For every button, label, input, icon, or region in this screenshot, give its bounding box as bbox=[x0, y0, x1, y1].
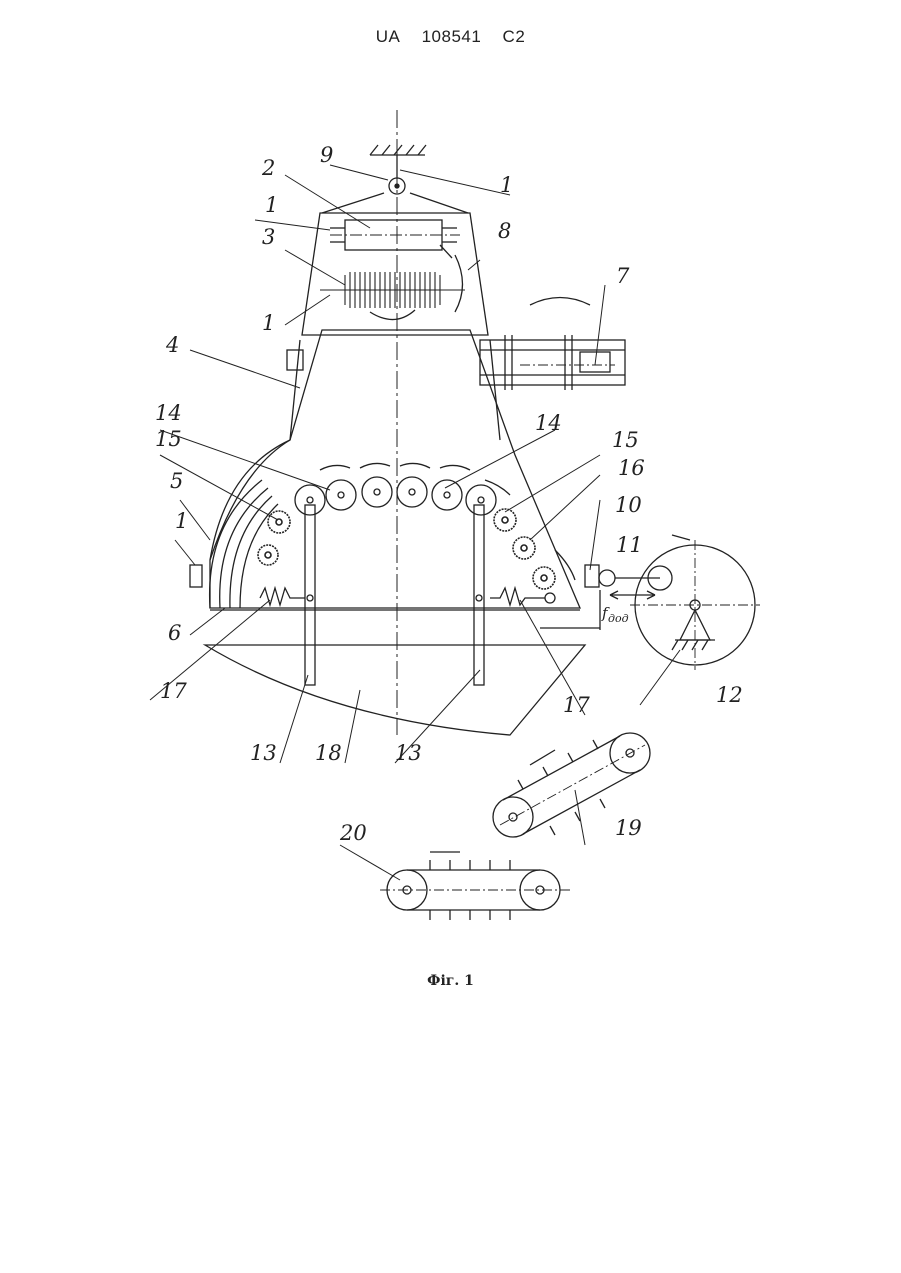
label-9: 9 bbox=[320, 143, 333, 167]
conveyor-20 bbox=[380, 852, 570, 920]
label-1-top: 1 bbox=[500, 173, 513, 197]
label-13-left: 13 bbox=[250, 741, 277, 765]
label-6: 6 bbox=[168, 621, 181, 645]
label-14-left: 14 bbox=[155, 401, 182, 425]
label-f-subscript: дод bbox=[608, 612, 629, 625]
part-labels: 9 2 1 1 3 8 1 7 4 14 15 5 1 6 17 14 15 1… bbox=[155, 143, 743, 845]
label-14-right: 14 bbox=[535, 411, 562, 435]
crank-mechanism bbox=[540, 535, 760, 670]
bin-18 bbox=[205, 645, 585, 735]
label-1-left-upper: 1 bbox=[265, 193, 278, 217]
ceiling-mount bbox=[370, 145, 426, 194]
lamella-block-5 bbox=[210, 480, 278, 608]
rotation-arrow-rotor bbox=[370, 310, 415, 320]
label-13-right: 13 bbox=[395, 741, 422, 765]
roller-row-14 bbox=[295, 477, 496, 515]
label-2: 2 bbox=[261, 156, 275, 180]
label-5: 5 bbox=[170, 469, 183, 493]
label-1-left-lower: 1 bbox=[262, 311, 275, 335]
label-20: 20 bbox=[339, 821, 367, 845]
label-18: 18 bbox=[315, 741, 342, 765]
label-15-right: 15 bbox=[612, 428, 639, 452]
chamber-body-4 bbox=[210, 330, 580, 608]
drive-7 bbox=[480, 335, 625, 390]
bracket-left-upper bbox=[287, 350, 303, 370]
label-1-bracket: 1 bbox=[175, 509, 188, 533]
label-12: 12 bbox=[716, 683, 743, 707]
bracket-left-lower bbox=[190, 565, 202, 587]
rotation-arrow-drive bbox=[530, 298, 590, 306]
label-4: 4 bbox=[165, 333, 179, 357]
brush-rollers-16 bbox=[258, 509, 555, 589]
label-19: 19 bbox=[615, 816, 642, 840]
label-3: 3 bbox=[262, 225, 275, 249]
rotor-3 bbox=[320, 272, 465, 308]
label-17-left: 17 bbox=[160, 679, 187, 703]
label-8: 8 bbox=[498, 219, 511, 243]
label-7: 7 bbox=[616, 264, 630, 288]
spring-right-17 bbox=[490, 588, 545, 605]
label-10: 10 bbox=[615, 493, 642, 517]
figure-caption: Фіг. 1 bbox=[0, 973, 901, 989]
label-11: 11 bbox=[616, 533, 643, 557]
label-17-right: 17 bbox=[563, 693, 590, 717]
label-16: 16 bbox=[618, 456, 645, 480]
bracket-right-lower bbox=[585, 565, 599, 587]
label-15-left: 15 bbox=[155, 427, 182, 451]
